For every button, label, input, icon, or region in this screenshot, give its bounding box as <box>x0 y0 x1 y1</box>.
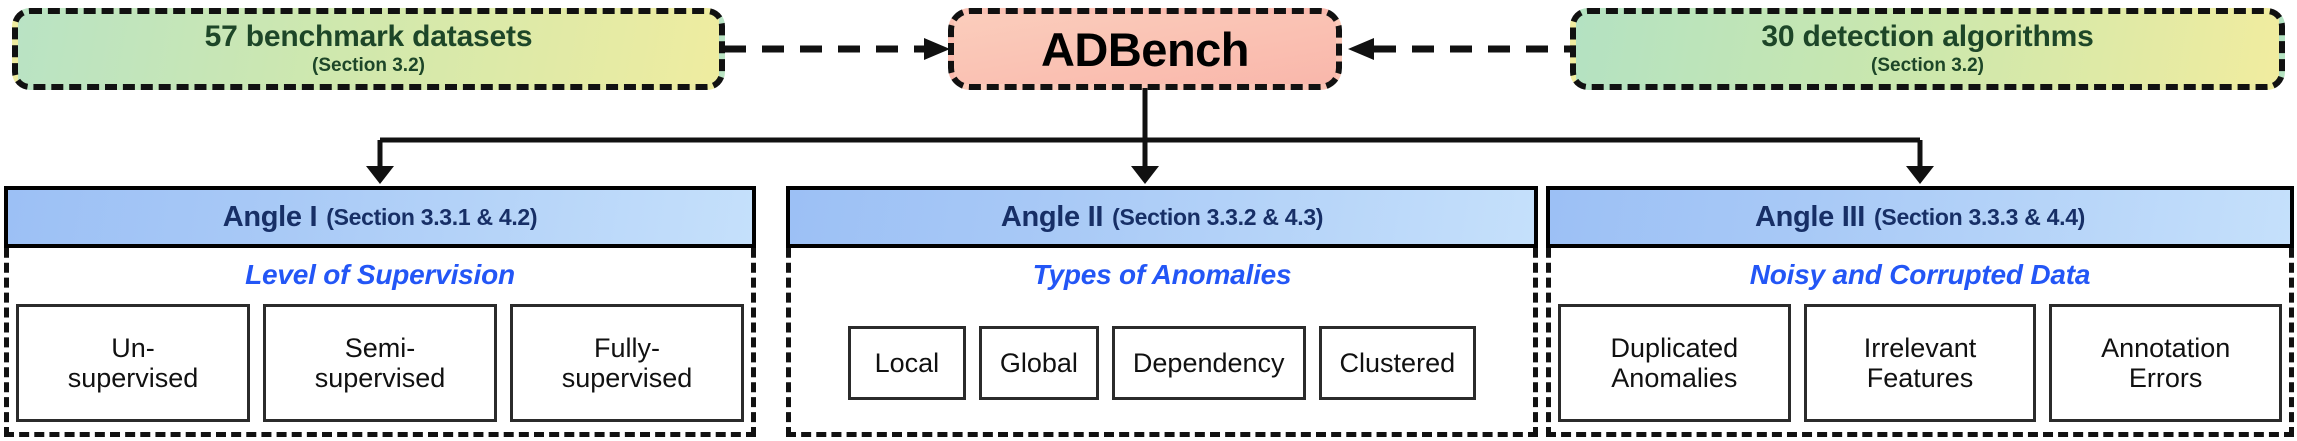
dashed-arrow-left-icon <box>1338 34 1574 64</box>
angle-1-header: Angle I (Section 3.3.1 & 4.2) <box>4 186 756 248</box>
angle-3-name: Angle III <box>1754 200 1866 233</box>
benchmark-datasets-section: (Section 3.2) <box>312 54 425 76</box>
angle-3-panel <box>1546 188 2294 437</box>
angle-3-section: (Section 3.3.3 & 4.4) <box>1874 203 2086 230</box>
angle-1-name: Angle I <box>222 200 318 233</box>
angle-1-panel <box>4 188 756 437</box>
angle-2-chip-local: Local <box>847 326 966 400</box>
adbench-box: ADBench <box>948 8 1342 90</box>
angle-3-subtitle: Noisy and Corrupted Data <box>1749 259 2091 290</box>
angle-1-chip-fully-supervised: Fully- supervised <box>510 304 744 422</box>
angle-1-chip-row: Un- supervised Semi- supervised Fully- s… <box>16 304 744 422</box>
dashed-arrow-right-icon <box>724 34 952 64</box>
angle-3-chip-duplicated-anomalies: Duplicated Anomalies <box>1558 304 1791 422</box>
angle-1-chip-semi-supervised: Semi- supervised <box>263 304 497 422</box>
benchmark-datasets-box: 57 benchmark datasets (Section 3.2) <box>12 8 725 90</box>
angle-3-chip-irrelevant-features: Irrelevant Features <box>1803 304 2037 422</box>
angle-1-chip-unsupervised: Un- supervised <box>16 304 250 422</box>
angle-2-header: Angle II (Section 3.3.2 & 4.3) <box>786 186 1538 248</box>
angle-2-name: Angle II <box>1000 200 1104 233</box>
detection-algorithms-box: 30 detection algorithms (Section 3.2) <box>1570 8 2285 90</box>
angle-2-section: (Section 3.3.2 & 4.3) <box>1112 203 1324 230</box>
angle-2-chip-global: Global <box>978 326 1099 400</box>
angle-2-chip-clustered: Clustered <box>1318 326 1477 400</box>
tree-branch-three-arrows-icon <box>0 88 2297 184</box>
angle-1-section: (Section 3.3.1 & 4.2) <box>326 203 538 230</box>
angle-2-chip-row: Local Global Dependency Clustered <box>798 326 1526 400</box>
angle-3-chip-row: Duplicated Anomalies Irrelevant Features… <box>1558 304 2283 422</box>
benchmark-datasets-title: 57 benchmark datasets <box>204 20 533 54</box>
angle-3-chip-annotation-errors: Annotation Errors <box>2049 304 2283 422</box>
detection-algorithms-title: 30 detection algorithms <box>1761 20 2094 54</box>
detection-algorithms-section: (Section 3.2) <box>1871 54 1984 76</box>
angle-3-header: Angle III (Section 3.3.3 & 4.4) <box>1546 186 2294 248</box>
angle-2-panel <box>786 188 1538 437</box>
angle-2-subtitle: Types of Anomalies <box>1032 259 1292 290</box>
angle-1-subtitle: Level of Supervision <box>245 259 515 290</box>
angle-2-chip-dependency: Dependency <box>1111 326 1306 400</box>
adbench-title: ADBench <box>1040 22 1250 76</box>
